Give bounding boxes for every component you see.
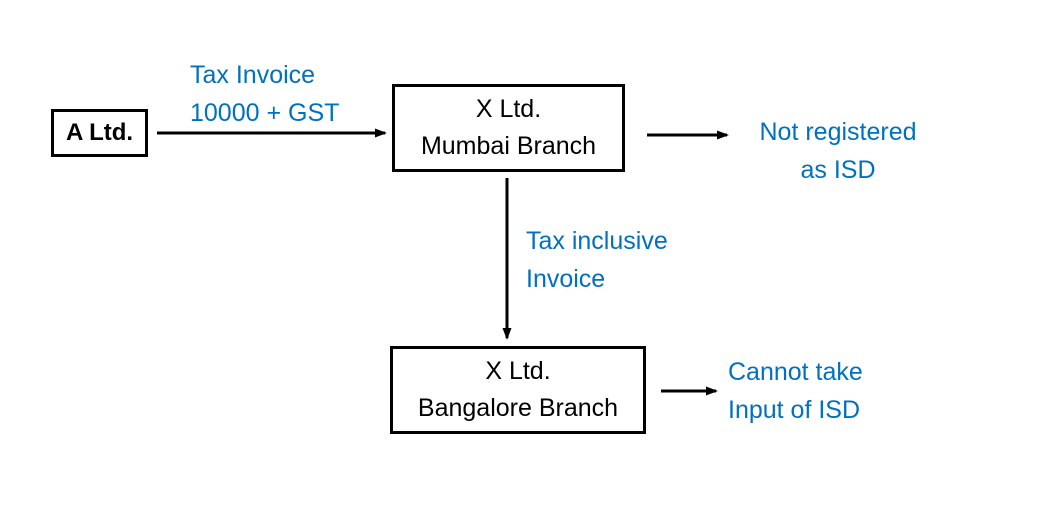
label-tax-inclusive-invoice: Tax inclusive Invoice bbox=[526, 222, 668, 298]
label-tax-inclusive-line1: Tax inclusive bbox=[526, 227, 668, 255]
label-cannot-take-input: Cannot take Input of ISD bbox=[728, 353, 863, 429]
node-mumbai-line1: X Ltd. bbox=[475, 95, 542, 123]
label-not-registered-as-isd: Not registered as ISD bbox=[738, 113, 938, 189]
label-not-registered-line2: as ISD bbox=[800, 156, 876, 184]
label-tax-invoice: Tax Invoice 10000 + GST bbox=[190, 56, 339, 132]
node-bangalore-line2: Bangalore Branch bbox=[417, 394, 619, 422]
node-mumbai-line2: Mumbai Branch bbox=[420, 132, 597, 160]
label-tax-inclusive-line2: Invoice bbox=[526, 265, 606, 293]
label-not-registered-line1: Not registered bbox=[759, 118, 917, 146]
label-cannot-take-line1: Cannot take bbox=[728, 358, 863, 386]
label-tax-invoice-line1: Tax Invoice bbox=[190, 61, 316, 89]
node-bangalore-branch: X Ltd. Bangalore Branch bbox=[390, 346, 646, 434]
node-bangalore-line1: X Ltd. bbox=[485, 357, 551, 385]
node-mumbai-branch: X Ltd. Mumbai Branch bbox=[392, 84, 625, 172]
label-cannot-take-line2: Input of ISD bbox=[728, 396, 861, 424]
label-tax-invoice-line2: 10000 + GST bbox=[190, 99, 340, 127]
node-a-ltd-label: A Ltd. bbox=[65, 119, 134, 146]
node-a-ltd: A Ltd. bbox=[51, 109, 148, 157]
